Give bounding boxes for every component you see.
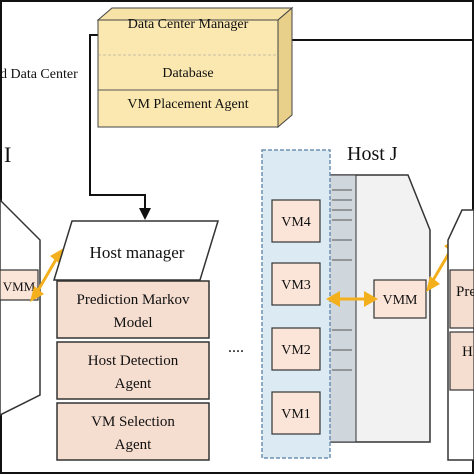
vm-box	[271, 199, 321, 243]
data-center-manager: Data Center Manager Database VM Placemen…	[96, 6, 294, 129]
svg-text:Agent: Agent	[115, 376, 152, 392]
host-manager: Host manager	[52, 220, 220, 281]
vm-box	[271, 262, 321, 306]
right-host: Pre H	[447, 209, 474, 461]
vm-vmm-link-arrow	[326, 291, 378, 307]
left-vmm-label: VMM	[3, 279, 36, 294]
svg-text:Agent: Agent	[115, 437, 152, 453]
svg-text:Prediction Markov: Prediction Markov	[77, 292, 190, 308]
agent-host-detection: Host Detection Agent	[56, 341, 210, 400]
vm-box	[271, 327, 321, 371]
left-host-title: I	[4, 142, 11, 167]
server-slots	[332, 189, 352, 371]
agent-prediction-markov: Prediction Markov Model	[56, 280, 210, 339]
host-j-title: Host J	[347, 143, 398, 165]
dcm-to-host-manager-connector	[89, 34, 151, 220]
cloud-data-center-label: d Data Center	[0, 67, 78, 82]
vm-placement-agent-label: VM Placement Agent	[127, 97, 248, 112]
svg-text:Model: Model	[113, 315, 152, 331]
dcm-title: Data Center Manager	[128, 17, 249, 32]
host-j-vmm-label: VMM	[382, 293, 418, 308]
left-host: I VMM	[0, 142, 41, 416]
svg-text:Host Detection: Host Detection	[88, 353, 179, 369]
ellipsis: ....	[228, 339, 244, 356]
arrow-down-icon	[139, 208, 151, 220]
host-manager-title: Host manager	[90, 243, 185, 262]
vm-label: VM3	[281, 278, 311, 293]
vm-box	[271, 391, 321, 435]
database-label: Database	[162, 66, 213, 81]
host-j-vmm-box	[373, 279, 427, 319]
vm-label: VM4	[281, 215, 311, 230]
right-host-label-1: Pre	[456, 284, 474, 300]
svg-text:VM Selection: VM Selection	[91, 414, 175, 430]
left-vmm-box	[0, 269, 39, 301]
vm-label: VM2	[281, 343, 311, 358]
host-j: Host J VM4 VM3 VM2 VM1 VMM	[261, 143, 431, 459]
vm-label: VM1	[281, 407, 311, 422]
agent-vm-selection: VM Selection Agent	[56, 402, 210, 461]
right-host-label-2: H	[462, 344, 473, 360]
